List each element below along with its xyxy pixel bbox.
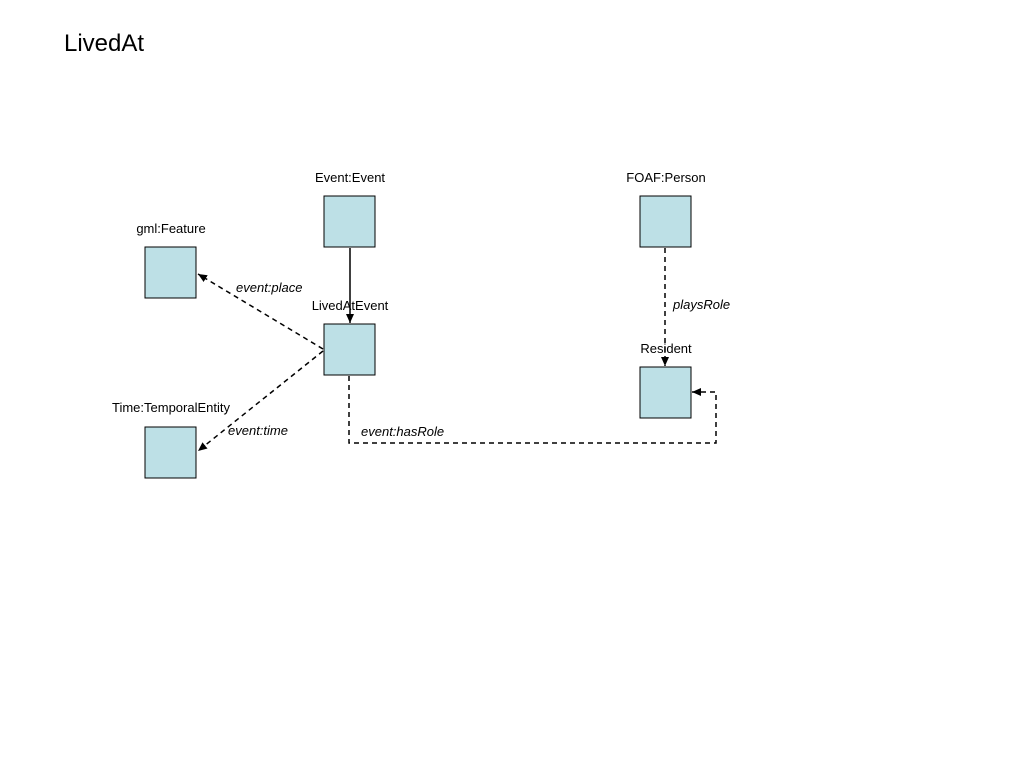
node-lived-at-event (323, 323, 376, 376)
node-gml-feature (144, 246, 197, 299)
node-label-resident: Resident (640, 341, 692, 356)
edge-event-place (197, 273, 324, 350)
node-label-foaf-person: FOAF:Person (626, 170, 705, 185)
node-resident (639, 366, 692, 419)
node-event-event (323, 195, 376, 248)
edge-label-event-place: event:place (236, 280, 303, 295)
node-label-time-temporal-entity: Time:TemporalEntity (112, 400, 230, 415)
edge-event-has-role (348, 376, 717, 444)
node-label-gml-feature: gml:Feature (136, 221, 205, 236)
edge-label-plays-role: playsRole (672, 297, 730, 312)
node-label-lived-at-event: LivedAtEvent (312, 298, 389, 313)
node-foaf-person (639, 195, 692, 248)
edge-label-event-time: event:time (228, 423, 288, 438)
page-title: LivedAt (64, 30, 145, 57)
node-time-temporal-entity (144, 426, 197, 479)
node-label-event-event: Event:Event (315, 170, 385, 185)
edge-label-event-has-role: event:hasRole (361, 424, 444, 439)
